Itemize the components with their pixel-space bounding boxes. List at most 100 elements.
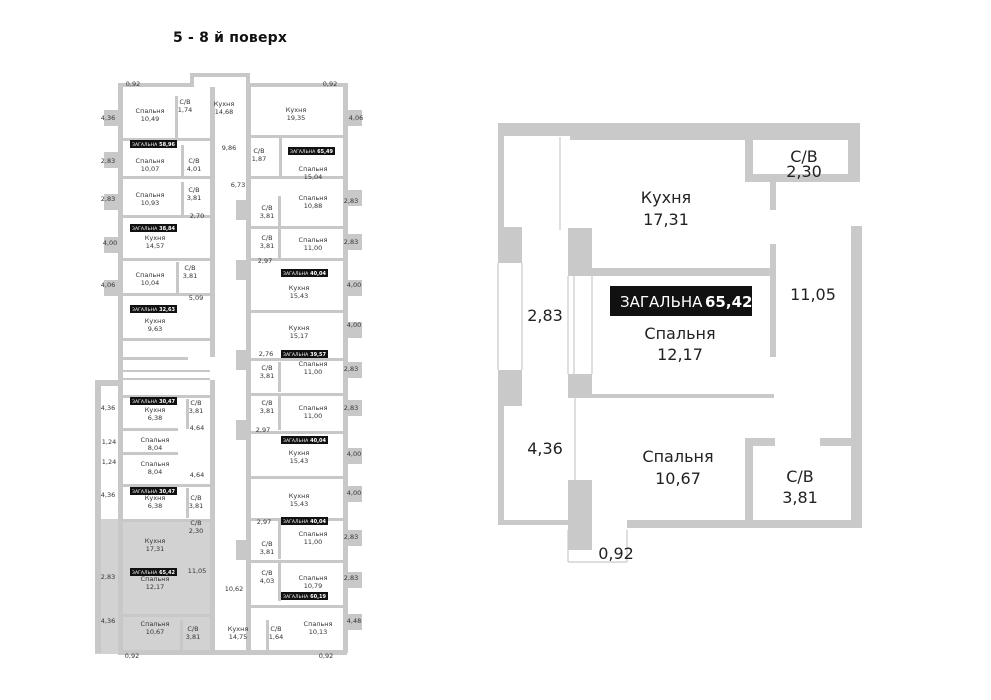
dimension-label: 2,97 xyxy=(256,426,270,434)
dimension-label: 2,83 xyxy=(344,197,358,205)
dimension-label: 2,97 xyxy=(258,257,272,265)
dimension-label: 2,83 xyxy=(344,574,358,582)
dimension-label: 4,36 xyxy=(101,404,115,412)
room-name: С/В xyxy=(188,186,199,194)
total-tag-background xyxy=(130,140,177,148)
dimension-label: 11,05 xyxy=(188,567,207,575)
dimension-label: 4,64 xyxy=(190,424,204,432)
detail-walls xyxy=(498,123,862,550)
room-area: 4,01 xyxy=(187,165,201,173)
room-area: 10,67 xyxy=(146,628,165,636)
room-area: 10,88 xyxy=(304,202,323,210)
room-name: С/В xyxy=(261,399,272,407)
dimension-label: 4,06 xyxy=(101,281,115,289)
dimension-label: 4,00 xyxy=(347,321,361,329)
bedroom1-name: Спальня xyxy=(644,324,715,343)
room-name: Кухня xyxy=(289,449,310,457)
room-name: С/В xyxy=(261,234,272,242)
total-tag-background xyxy=(130,224,177,232)
room-area: 3,81 xyxy=(260,372,274,380)
dimension-label: 0,92 xyxy=(319,652,333,660)
room-area: 15,43 xyxy=(290,292,309,300)
room-name: Кухня xyxy=(228,625,249,633)
dimension-label: 2,76 xyxy=(259,350,273,358)
room-area: 3,81 xyxy=(260,548,274,556)
total-tag-label: ЗАГАЛЬНА xyxy=(132,226,158,232)
total-tag-label: ЗАГАЛЬНА xyxy=(132,489,158,495)
total-tag-label: ЗАГАЛЬНА xyxy=(283,438,309,444)
dimension-left-bottom: 4,36 xyxy=(527,439,563,458)
dimension-label: 2,83 xyxy=(101,157,115,165)
total-tag-background xyxy=(130,305,177,313)
dimension-label: 0,92 xyxy=(126,80,140,88)
dimension-label: 10,62 xyxy=(225,585,244,593)
dimension-label: 4,48 xyxy=(347,617,361,625)
room-area: 3,81 xyxy=(187,194,201,202)
room-name: Кухня xyxy=(145,537,166,545)
room-area: 10,04 xyxy=(141,279,160,287)
room-area: 1,87 xyxy=(252,155,266,163)
room-area: 1,64 xyxy=(269,633,283,641)
room-area: 8,04 xyxy=(148,444,162,452)
floor-title: 5 - 8 й поверх xyxy=(173,30,288,46)
room-name: Спальня xyxy=(136,271,165,279)
total-tag-label: ЗАГАЛЬНА xyxy=(283,352,309,358)
total-tag-value: 40,04 xyxy=(310,271,326,277)
dimension-label: 4,64 xyxy=(190,471,204,479)
room-area: 14,68 xyxy=(215,108,234,116)
room-name: Спальня xyxy=(141,460,170,468)
dimension-label: 4,36 xyxy=(101,491,115,499)
total-tag-label: ЗАГАЛЬНА xyxy=(283,594,309,600)
room-area: 15,04 xyxy=(304,173,323,181)
room-area: 4,03 xyxy=(260,577,274,585)
selected-apartment-highlight[interactable] xyxy=(95,519,212,654)
dimension-label: 4,00 xyxy=(347,450,361,458)
room-area: 9,63 xyxy=(148,325,162,333)
room-name: С/В xyxy=(190,494,201,502)
kitchen-name: Кухня xyxy=(641,188,691,207)
total-tag-background xyxy=(130,568,177,576)
total-tag-value: 58,96 xyxy=(159,142,175,148)
room-name: С/В xyxy=(261,569,272,577)
total-tag-label: ЗАГАЛЬНА xyxy=(132,142,158,148)
total-tag-label: ЗАГАЛЬНА xyxy=(132,399,158,405)
total-tag-background xyxy=(130,397,177,405)
detail-total-tag: ЗАГАЛЬНА 65,42 xyxy=(610,286,752,316)
dimension-label: 4,00 xyxy=(347,489,361,497)
room-area: 3,81 xyxy=(186,633,200,641)
room-name: С/В xyxy=(270,625,281,633)
room-name: С/В xyxy=(179,98,190,106)
room-area: 10,49 xyxy=(141,115,160,123)
room-name: Спальня xyxy=(299,194,328,202)
room-name: С/В xyxy=(261,204,272,212)
dimension-label: 5,09 xyxy=(189,294,203,302)
room-name: С/В xyxy=(187,625,198,633)
room-area: 15,17 xyxy=(290,332,309,340)
room-name: С/В xyxy=(190,519,201,527)
room-area: 3,81 xyxy=(260,242,274,250)
dimension-label: 2,83 xyxy=(344,365,358,373)
total-tag-value: 39,57 xyxy=(310,352,326,358)
bath-bottom-name: С/В xyxy=(786,467,814,486)
total-tag-background xyxy=(281,517,328,525)
room-name: Кухня xyxy=(289,492,310,500)
bath-bottom-area: 3,81 xyxy=(782,488,818,507)
total-tag-label: ЗАГАЛЬНА xyxy=(132,307,158,313)
room-name: Кухня xyxy=(214,100,235,108)
dimension-label: 6,73 xyxy=(231,181,245,189)
dimension-label: 4,06 xyxy=(349,114,363,122)
bedroom2-area: 10,67 xyxy=(655,469,701,488)
room-name: Спальня xyxy=(299,404,328,412)
room-area: 15,43 xyxy=(290,457,309,465)
total-tag-label: ЗАГАЛЬНА xyxy=(132,570,158,576)
room-area: 3,81 xyxy=(189,407,203,415)
bedroom2-name: Спальня xyxy=(642,447,713,466)
room-area: 12,17 xyxy=(146,583,165,591)
dimension-label: 9,86 xyxy=(222,144,236,152)
dimension-label: 4,36 xyxy=(101,114,115,122)
room-name: Спальня xyxy=(299,165,328,173)
dimension-label: 1,24 xyxy=(102,458,116,466)
room-area: 11,00 xyxy=(304,538,323,546)
